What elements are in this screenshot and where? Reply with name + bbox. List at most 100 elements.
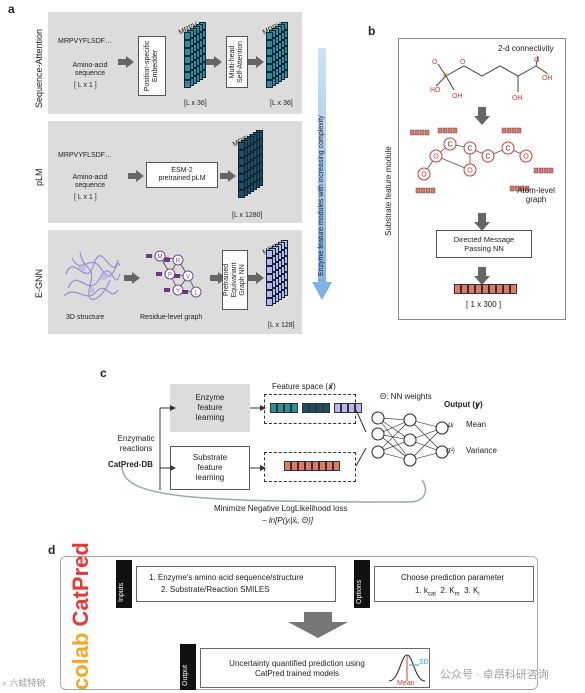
row1-input-dim: [ L x 1 ] — [74, 82, 97, 89]
stack-cell — [266, 80, 273, 88]
svg-text:O: O — [433, 154, 439, 161]
vector-cell — [510, 284, 517, 294]
row1-seq: MRPVYFLSDF… — [58, 38, 113, 45]
output-label: Output (𝒚) — [444, 400, 483, 409]
feature-space-label: Feature space (𝒙̄) — [272, 382, 336, 391]
structure-label: 3D structure — [66, 314, 105, 321]
stack-cell — [238, 158, 245, 166]
row3-arrow-1 — [124, 272, 140, 284]
stack-cell — [238, 182, 245, 190]
stack-cell — [266, 290, 273, 298]
variance-symbol: σ²ᵢ — [446, 446, 455, 455]
options-tag — [354, 560, 370, 608]
mean-symbol: μᵢ — [448, 420, 454, 429]
vector-cell — [277, 403, 284, 413]
options-box: Choose prediction parameter 1. kcat 2. K… — [374, 566, 534, 602]
stack-cell — [238, 166, 245, 174]
vector-cell — [323, 403, 330, 413]
loss-formula: − ln[P(yᵢ|x̄ᵢ, Θ)] — [262, 516, 313, 525]
vector-cell — [309, 403, 316, 413]
b-arrow-1 — [474, 107, 490, 125]
nn-weights-label: Θ: NN weights — [380, 392, 432, 401]
panel-label-c: c — [100, 366, 107, 380]
attention-box: Multi-head Self-Attention — [226, 36, 248, 88]
vector-cell — [341, 403, 348, 413]
panel-label-b: b — [368, 24, 376, 38]
vector-cell — [312, 461, 319, 471]
vector-cell — [503, 284, 510, 294]
svg-text:O: O — [460, 59, 466, 66]
molecule-structure: HO O OH O OH O OH P — [430, 56, 553, 102]
svg-text:HO: HO — [430, 87, 441, 94]
catpred-db-label: CatPred-DB — [108, 460, 153, 469]
stack-cell — [184, 72, 191, 80]
inputs-tag-label: Inputs — [118, 582, 125, 602]
stack-cell — [184, 64, 191, 72]
substrate-module-frame — [398, 38, 566, 320]
mean-label: Mean — [466, 420, 487, 429]
row1-arrow-2 — [206, 56, 222, 68]
stack-cell — [238, 190, 245, 198]
vector-cell — [334, 403, 341, 413]
svg-text:P: P — [168, 273, 172, 279]
feature-merge-arrows — [356, 409, 367, 467]
inputs-tag — [116, 560, 132, 608]
vector-cell — [319, 461, 326, 471]
stack-cell — [184, 56, 191, 64]
substrate-module-label: Substrate feature module — [384, 146, 393, 236]
vector-cell — [326, 461, 333, 471]
svg-text:C: C — [505, 146, 510, 153]
vector-cell — [496, 284, 503, 294]
row3-arrow-3 — [248, 272, 264, 284]
complexity-arrow — [312, 48, 332, 300]
svg-text:O: O — [534, 57, 540, 64]
dmpnn-box: Directed Message Passing NN — [436, 230, 532, 258]
row1-dim2: [L x 36] — [270, 100, 293, 107]
svg-text:Y: Y — [176, 289, 180, 295]
stack-cell — [184, 48, 191, 56]
svg-text:C: C — [467, 146, 472, 153]
row2-arrow-2 — [220, 170, 236, 182]
vector-cell — [489, 284, 496, 294]
svg-text:M: M — [158, 255, 163, 261]
vector-cell — [298, 461, 305, 471]
sequence-attention-label: Sequence-Attention — [34, 28, 44, 108]
row2-input-desc: Amino-acid sequence — [72, 174, 108, 189]
panel-d-frame — [60, 556, 538, 690]
vector-cell — [461, 284, 468, 294]
protein-structure-image — [63, 251, 121, 300]
stack-cell — [266, 40, 273, 48]
mean-marker-label: Mean — [397, 680, 415, 687]
stack-cell — [266, 56, 273, 64]
svg-text:O: O — [467, 168, 473, 175]
output-text: Uncertainty quantified prediction using … — [229, 659, 365, 678]
output-box: Uncertainty quantified prediction using … — [200, 648, 430, 688]
vector-cell — [316, 403, 323, 413]
svg-text:OH: OH — [542, 75, 553, 82]
vector-cell — [348, 403, 355, 413]
input-item-2: 2. Substrate/Reaction SMILES — [161, 585, 270, 594]
distribution-icon — [388, 654, 426, 682]
row2-arrow-1 — [128, 170, 144, 182]
embedder-box: Position-specific Embedder — [138, 36, 166, 96]
options-title: Choose prediction parameter — [401, 573, 505, 582]
panel-label-a: a — [8, 2, 15, 16]
connectivity-title: 2-d connectivity — [498, 44, 554, 53]
vector-cell — [475, 284, 482, 294]
b-arrow-2 — [474, 213, 490, 231]
svg-text:OH: OH — [512, 95, 523, 102]
svg-text:P: P — [443, 73, 448, 80]
substrate-dim: [ 1 x 300 ] — [466, 300, 502, 309]
enzyme-feature-box: Enzyme feature learning — [170, 384, 250, 432]
svg-text:O: O — [421, 172, 427, 179]
input-item-1: 1. Enzyme's amino acid sequence/structur… — [149, 573, 304, 582]
svg-text:O: O — [432, 59, 438, 66]
row1-arrow-3 — [248, 56, 264, 68]
svg-text:OH: OH — [452, 93, 463, 100]
variance-label: Variance — [466, 446, 497, 455]
svg-text:C: C — [447, 142, 452, 149]
vector-cell — [291, 461, 298, 471]
vector-cell — [302, 403, 309, 413]
stack-cell — [184, 32, 191, 40]
